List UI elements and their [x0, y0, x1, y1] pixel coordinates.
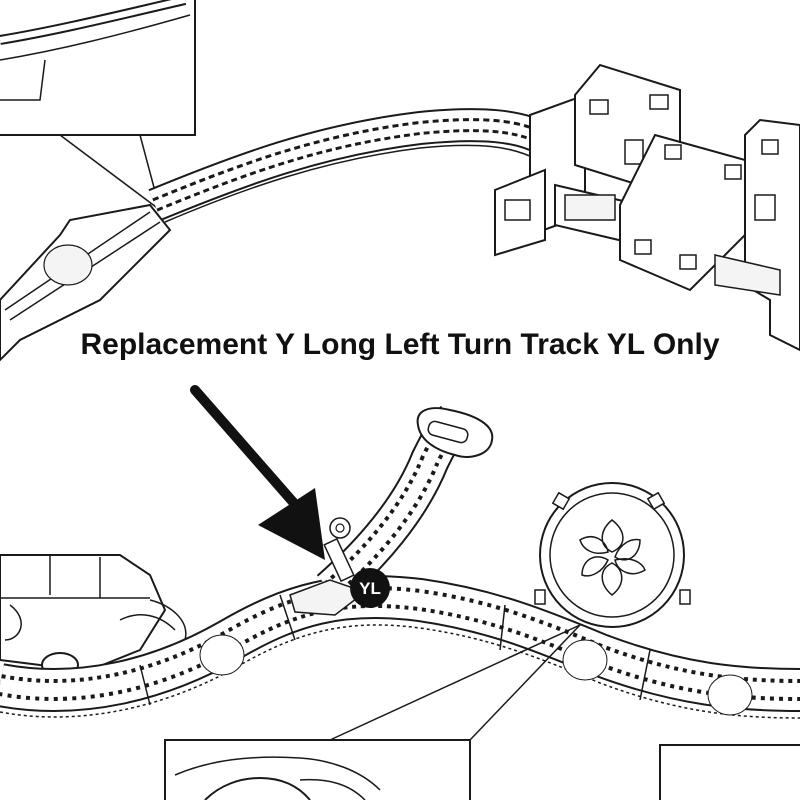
- yl-badge: YL: [350, 568, 390, 608]
- top-left-ramp: [0, 203, 172, 362]
- left-vehicle: [0, 554, 187, 678]
- fan-wheel-icon: [534, 482, 691, 628]
- top-left-inset: [0, 0, 196, 211]
- bottom-right-inset: [659, 744, 800, 800]
- top-curved-track: [148, 108, 554, 223]
- yl-badge-label: YL: [359, 579, 381, 598]
- bottom-main-track: [0, 574, 800, 719]
- top-right-buildings: [494, 63, 800, 352]
- caption-title: Replacement Y Long Left Turn Track YL On…: [80, 328, 720, 361]
- bottom-left-inset: [164, 739, 471, 800]
- pointer-arrow-icon: [190, 385, 325, 560]
- y-long-left-turn-track: [289, 405, 494, 616]
- bottom-callout-lines: [329, 624, 581, 741]
